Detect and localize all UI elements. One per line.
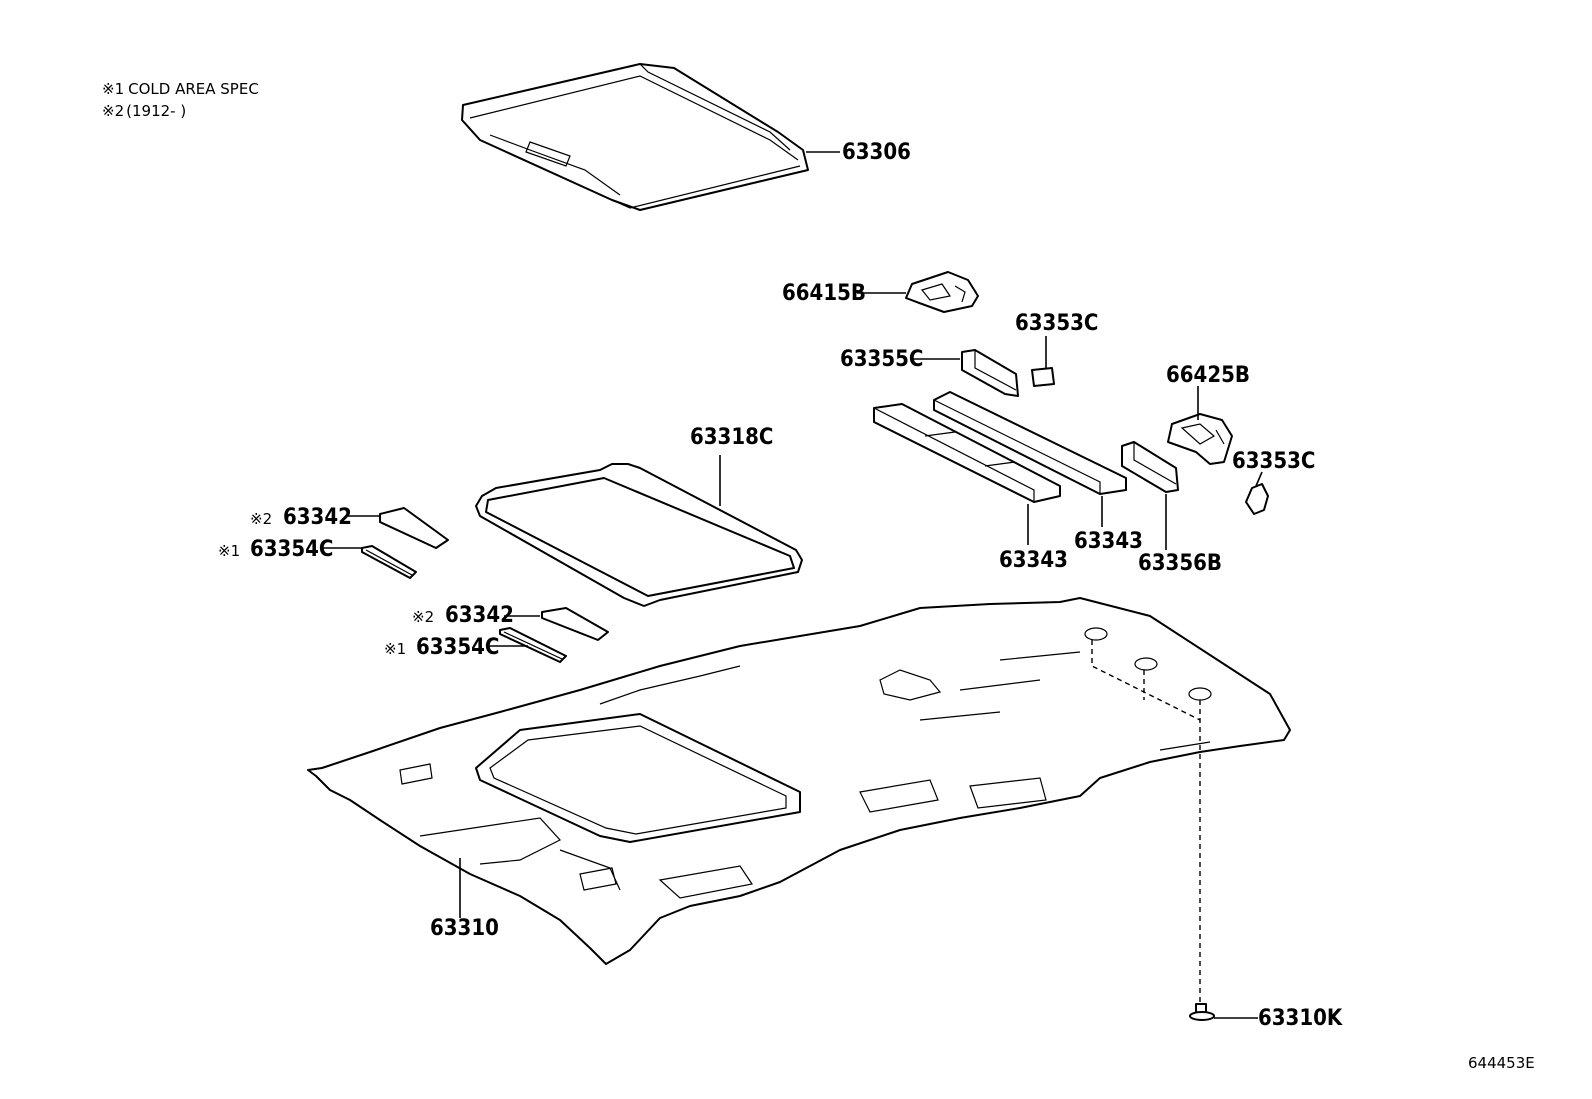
callout-63343-left: 63343 [999,548,1068,573]
callout-66425B: 66425B [1166,363,1250,388]
callout-63355C: 63355C [840,347,923,372]
pad-63353C-upper-part [1031,367,1055,387]
note-2-text: (1912- ) [126,102,186,120]
pad-63342-upper-part [379,507,449,549]
mark-63342-lower: ※2 [412,608,434,626]
callout-63343-right: 63343 [1074,529,1143,554]
leader-63353C-lower [1255,471,1263,487]
cover-63355C-part [961,349,1019,397]
callout-63318C: 63318C [690,425,773,450]
pad-63343-left-part [873,403,1061,503]
mark-63342-upper: ※2 [250,510,272,528]
note-2: ※2(1912- ) [102,102,186,120]
callout-63354C-upper: 63354C [250,537,333,562]
sunshade-part [461,63,809,211]
callout-63353C-lower: 63353C [1232,449,1315,474]
note-1-mark: ※1 [102,80,124,98]
note-2-mark: ※2 [102,102,124,120]
weatherstrip-63318C-part [475,463,803,607]
callout-63356B: 63356B [1138,551,1222,576]
callout-63342-lower: 63342 [445,603,514,628]
clip-63310K-part [1189,1003,1215,1021]
bracket-66415B-part [905,271,979,313]
callout-63342-upper: 63342 [283,505,352,530]
callout-66415B: 66415B [782,281,866,306]
pad-63343-right-part [933,391,1127,495]
callout-63310: 63310 [430,916,499,941]
pad-63342-lower-part [541,607,609,641]
callout-63353C-upper: 63353C [1015,311,1098,336]
mark-63354C-upper: ※1 [218,542,240,560]
callout-63354C-lower: 63354C [416,635,499,660]
bracket-66425B-part [1167,413,1233,465]
mark-63354C-lower: ※1 [384,640,406,658]
callout-63306: 63306 [842,140,911,165]
cover-63356B-part [1121,441,1179,493]
pad-63353C-lower-part [1245,483,1269,515]
diagram-code: 644453E [1468,1054,1535,1072]
strip-63354C-upper-part [361,545,417,579]
strip-63354C-lower-part [499,627,567,663]
callout-63310K: 63310K [1258,1006,1343,1031]
note-1-text: COLD AREA SPEC [128,80,259,98]
headliner-63310-part [307,597,1291,965]
